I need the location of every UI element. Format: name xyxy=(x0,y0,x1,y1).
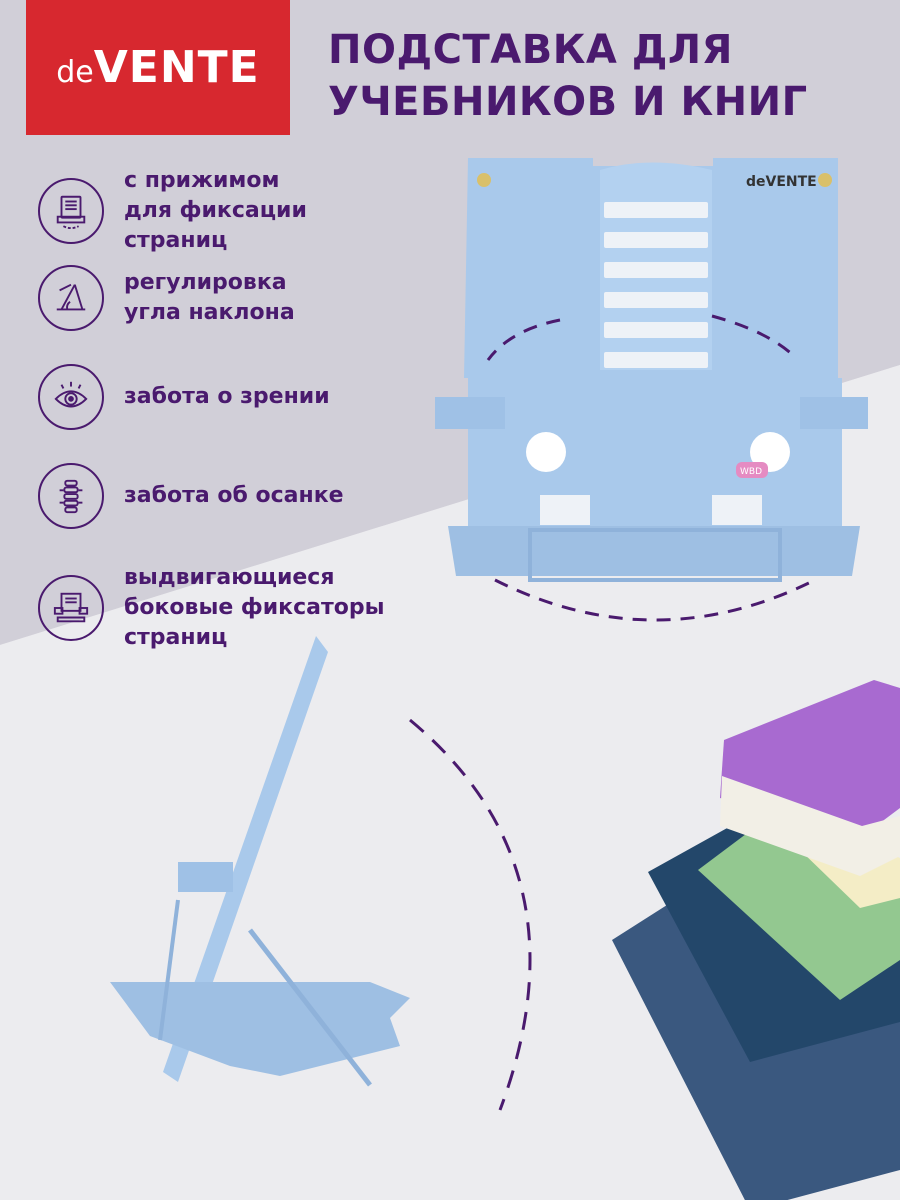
feature-angle: регулировка угла наклона xyxy=(38,265,418,331)
logo-prefix: de xyxy=(56,54,94,90)
angle-adjust-icon xyxy=(38,265,104,331)
product-title: ПОДСТАВКА ДЛЯ УЧЕБНИКОВ И КНИГ xyxy=(328,27,808,125)
spine-icon xyxy=(38,463,104,529)
feature-text: с прижимом для фиксации страниц xyxy=(124,168,307,253)
eye-icon xyxy=(38,364,104,430)
feature-side-clips: выдвигающиеся боковые фиксаторы страниц xyxy=(38,563,418,653)
feature-text: забота о зрении xyxy=(124,384,330,409)
page-clip-icon xyxy=(38,178,104,244)
feature-spine: забота об осанке xyxy=(38,463,418,529)
side-clips-icon xyxy=(38,575,104,641)
feature-text: регулировка угла наклона xyxy=(124,270,295,325)
feature-page-clip: с прижимом для фиксации страниц xyxy=(38,166,418,256)
logo-main: VENTE xyxy=(93,41,260,93)
feature-text: забота об осанке xyxy=(124,483,344,508)
feature-eye: забота о зрении xyxy=(38,364,418,430)
brand-logo: deVENTE xyxy=(26,0,290,135)
feature-text: выдвигающиеся боковые фиксаторы страниц xyxy=(124,565,385,650)
